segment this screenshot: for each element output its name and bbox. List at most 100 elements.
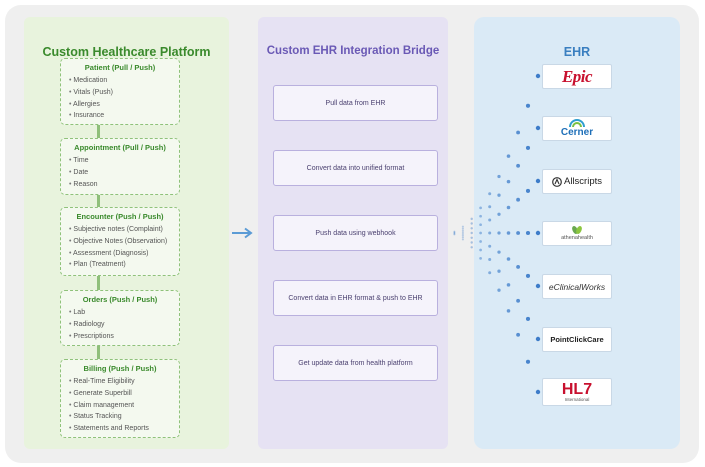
connector-dot [516,264,521,269]
card-title: Encounter (Push / Push) [76,212,164,221]
connector-dot [488,231,492,235]
step-push-webhook: Push data using webhook [273,215,438,251]
card-item: Reason [69,179,171,191]
connector-dot [488,244,492,248]
connector-dot [497,231,501,235]
connector-dot [535,125,541,131]
eclinicalworks-logo-text: eClinicalWorks [548,281,606,292]
connector-dot [470,231,473,235]
card-item: Plan (Treatment) [69,259,171,271]
card-title: Billing (Push / Push) [83,364,157,373]
connector-dot [535,178,541,184]
connector-dot [479,257,482,260]
connector-dot [497,288,501,292]
step-pull-data: Pull data from EHR [273,85,438,121]
connector-dot [461,238,464,241]
connector-dot [506,257,511,261]
connector-dot [453,231,456,233]
connector-dot [516,332,521,337]
connector-dot [506,309,511,313]
hl7-logo-text: HL7 [561,380,593,398]
card-item: Lab [69,307,171,319]
connector-dot [535,389,541,395]
connector-dot [516,130,521,135]
connector-dot [470,246,473,249]
connector-dot [525,103,531,108]
athena-leaf-icon [572,226,582,234]
card-connector [97,125,100,138]
connector-dot [525,273,531,278]
card-item: Status Tracking [69,411,171,423]
connector-dot [535,73,541,79]
connector-dot [453,232,456,234]
connector-dot [516,197,521,202]
card-connector [97,346,100,359]
pointclickcare-logo-text: PointClickCare [550,335,604,344]
connector-dot [535,230,541,236]
connector-dot [525,188,531,193]
card-item: Generate Superbill [69,388,171,400]
epic-logo-text: Epic [561,66,593,86]
card-item: Subjective notes (Complaint) [69,224,171,236]
connector-dot [479,240,482,243]
connector-dot [479,214,482,218]
connector-dot [497,212,501,216]
allscripts-logo-text: Allscripts [563,176,602,187]
cerner-logo-text: Cerner [560,127,594,138]
orders-card: Orders (Push / Push) Lab Radiology Presc… [60,290,180,346]
connector-dot [470,217,473,221]
connector-dot [470,222,473,225]
connector-dot [525,316,531,321]
hl7-logo-subtext: International [564,396,590,402]
connector-dot [497,269,501,273]
connector-dot [453,233,456,236]
connector-dot [470,227,473,230]
pointclickcare-logo: PointClickCare [542,327,612,352]
connector-dot [488,205,492,209]
connector-dot [535,336,541,342]
connector-dot [453,231,456,234]
card-item: Time [69,155,171,167]
step-convert-unified: Convert data into unified format [273,150,438,186]
card-item: Radiology [69,319,171,331]
connector-dot [506,231,511,235]
card-connector [97,276,100,290]
ehr-title: EHR [563,45,591,59]
cerner-logo: Cerner [542,116,612,141]
card-item: Claim management [69,400,171,412]
cerner-mark-icon [569,119,585,128]
allscripts-logo: Allscripts [542,169,612,194]
connector-dot [461,236,464,239]
appointment-card: Appointment (Pull / Push) Time Date Reas… [60,138,180,195]
card-title: Appointment (Pull / Push) [74,143,166,152]
connector-dot [461,225,464,228]
card-connector [97,195,100,207]
connector-dot [506,154,511,158]
connector-dot [516,231,521,235]
card-title: Orders (Push / Push) [82,295,158,304]
patient-card: Patient (Pull / Push) Medication Vitals … [60,58,180,125]
connector-dot [497,174,501,179]
connector-dot [479,231,482,235]
connector-dot [525,359,531,364]
connector-dot [516,163,521,168]
connector-dot [479,206,482,210]
connector-dot [497,250,501,254]
connector-dot [461,234,464,237]
athenahealth-logo: athenahealth [542,221,612,246]
hl7-logo: HL7 International [542,378,612,406]
connector-dot [488,192,492,196]
connector-dot [488,218,492,222]
connector-dot [479,223,482,227]
allscripts-mark-icon [552,176,562,187]
card-item: Insurance [69,110,171,122]
card-item: Objective Notes (Observation) [69,236,171,248]
healthcare-platform-title: Custom Healthcare Platform [42,45,211,59]
connector-dot [497,193,501,197]
connector-dot [516,298,521,303]
connector-dot [525,230,531,236]
connector-dot [525,145,531,150]
connector-dot [488,271,492,275]
right-arrow-icon [232,227,253,239]
